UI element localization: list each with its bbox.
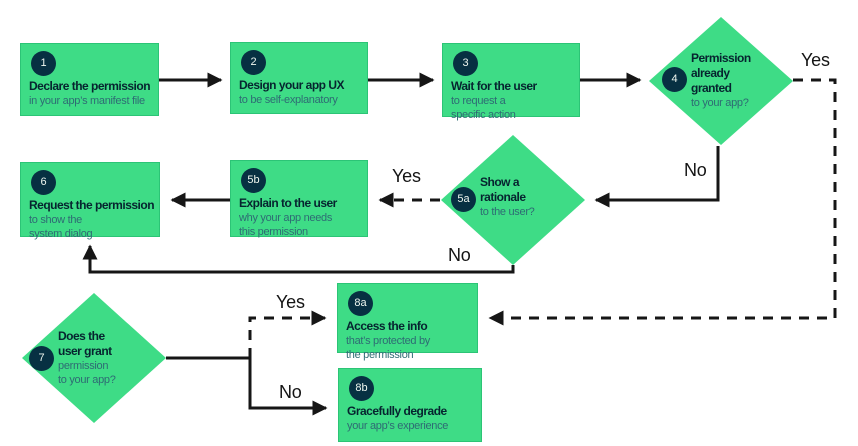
edge-4-no-to-5a <box>594 146 720 208</box>
decision-7-user-grants-permission: 7 Does the user grant permission to your… <box>22 293 166 423</box>
step-5b-title: Explain to the user <box>239 196 337 210</box>
step-6-subtitle: to show the system dialog <box>29 214 93 240</box>
edge-label-4-yes: Yes <box>801 50 830 70</box>
step-7-number-badge: 7 <box>29 346 54 371</box>
step-4-title: Permission already granted <box>691 51 751 95</box>
decision-4-permission-already-granted: 4 Permission already granted to your app… <box>649 17 793 145</box>
step-2-subtitle: to be self-explanatory <box>239 94 338 106</box>
step-1-subtitle: in your app’s manifest file <box>29 95 145 107</box>
step-3-subtitle: to request a specific action <box>451 95 516 121</box>
step-8b-gracefully-degrade: 8b Gracefully degrade your app’s experie… <box>338 368 482 442</box>
edge-label-5a-no: No <box>448 245 471 265</box>
step-5a-number-badge: 5a <box>451 187 476 212</box>
edge-label-7-no: No <box>279 382 302 402</box>
step-3-number-badge: 3 <box>453 51 478 76</box>
edge-label-5a-yes: Yes <box>392 166 421 186</box>
step-8a-title: Access the info <box>346 319 428 333</box>
step-8b-number-badge: 8b <box>349 376 374 401</box>
step-1-title: Declare the permission <box>29 79 151 93</box>
step-8b-subtitle: your app’s experience <box>347 420 449 432</box>
decision-5a-show-rationale: 5a Show a rationale to the user? <box>441 135 585 265</box>
step-3-title: Wait for the user <box>451 79 537 93</box>
step-5b-number-badge: 5b <box>241 168 266 193</box>
edge-7-no-to-8b <box>166 356 328 416</box>
step-8a-number-badge: 8a <box>348 291 373 316</box>
step-4-subtitle: to your app? <box>691 97 749 109</box>
step-7-subtitle: permission to your app? <box>58 360 116 386</box>
step-6-title: Request the permission <box>29 198 155 212</box>
step-5b-explain-to-user: 5b Explain to the user why your app need… <box>230 160 368 238</box>
step-6-request-permission: 6 Request the permission to show the sys… <box>20 162 160 240</box>
step-1-number-badge: 1 <box>31 51 56 76</box>
step-4-number-badge: 4 <box>662 67 687 92</box>
edge-5a-no-to-6 <box>82 244 515 274</box>
edge-label-7-yes: Yes <box>276 292 305 312</box>
step-5b-subtitle: why your app needs this permission <box>239 212 333 238</box>
step-8a-subtitle: that’s protected by the permission <box>346 335 430 361</box>
step-5a-subtitle: to the user? <box>480 206 535 218</box>
step-2-design-app-ux: 2 Design your app UX to be self-explanat… <box>230 42 368 114</box>
step-1-declare-permission: 1 Declare the permission in your app’s m… <box>20 43 159 116</box>
diamond-shape <box>22 293 166 423</box>
edge-label-4-no: No <box>684 160 707 180</box>
diamond-shape <box>441 135 585 265</box>
edge-4-yes-to-8a <box>488 78 837 326</box>
step-2-number-badge: 2 <box>241 50 266 75</box>
step-7-title: Does the user grant <box>58 329 112 358</box>
edge-7-yes-to-8a <box>248 310 327 358</box>
step-3-wait-for-user: 3 Wait for the user to request a specifi… <box>442 43 580 121</box>
step-5a-title: Show a rationale <box>480 175 526 204</box>
step-8a-access-info: 8a Access the info that’s protected by t… <box>337 283 478 361</box>
step-8b-title: Gracefully degrade <box>347 404 447 418</box>
diamond-shape <box>649 17 793 145</box>
step-2-title: Design your app UX <box>239 78 345 92</box>
step-6-number-badge: 6 <box>31 170 56 195</box>
